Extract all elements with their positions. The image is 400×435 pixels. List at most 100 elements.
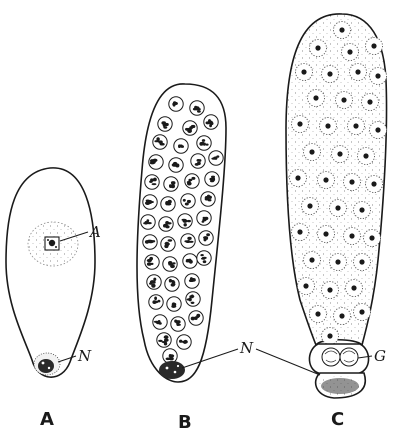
spore-cell xyxy=(161,197,175,211)
cell-a-outline xyxy=(6,168,95,377)
spore-cell xyxy=(143,195,157,209)
spore-cell xyxy=(185,174,199,188)
spore-cell xyxy=(199,231,213,245)
spore-cell xyxy=(163,257,177,271)
nucleus-halo xyxy=(330,200,347,217)
nucleus-halo xyxy=(308,90,325,107)
spore-cells-b xyxy=(141,97,223,363)
spore-cell xyxy=(191,154,205,168)
spore-cell xyxy=(153,135,167,149)
spore-cell xyxy=(164,177,178,191)
spore-cell xyxy=(157,333,171,347)
spore-cell xyxy=(181,194,195,208)
spore-cell xyxy=(185,274,199,288)
panel-c-drawing xyxy=(286,14,387,398)
nucleus-halo xyxy=(346,280,363,297)
panel-label-b: B xyxy=(178,412,192,433)
leader-bc-nucleus xyxy=(182,349,238,368)
spore-cell xyxy=(190,101,204,115)
spore-cell xyxy=(197,251,211,265)
nucleus-halo xyxy=(290,170,307,187)
nucleus-halo xyxy=(334,308,351,325)
archesporial-cell-a xyxy=(28,222,78,266)
nucleus-halo xyxy=(366,176,383,193)
nucleus-halo xyxy=(310,306,327,323)
nucleus-halo xyxy=(302,198,319,215)
nucleus-halo xyxy=(348,118,365,135)
basal-cell-c xyxy=(316,373,366,398)
nucleus-halo xyxy=(292,224,309,241)
spore-cell xyxy=(205,172,219,186)
spore-cell xyxy=(171,317,185,331)
spore-cell xyxy=(145,175,159,189)
nucleus-halo xyxy=(354,202,371,219)
spore-cell xyxy=(204,115,218,129)
nucleus-halo xyxy=(332,146,349,163)
spore-cell xyxy=(167,297,181,311)
spore-cell xyxy=(189,311,203,325)
nucleus-halo xyxy=(358,148,375,165)
spore-cell xyxy=(197,136,211,150)
spore-cell xyxy=(165,277,179,291)
nucleus-halo xyxy=(304,144,321,161)
spore-cell xyxy=(163,349,177,363)
nucleus-halo xyxy=(304,252,321,269)
spore-cell xyxy=(147,275,161,289)
nucleus-halo xyxy=(322,66,339,83)
nucleus-b xyxy=(159,361,185,379)
callout-c-g: G xyxy=(374,347,386,365)
nucleus-halo xyxy=(322,328,339,345)
nucleus-halo xyxy=(364,230,381,247)
spore-cell xyxy=(183,254,197,268)
nucleus-halo xyxy=(362,94,379,111)
spore-cell xyxy=(158,117,172,131)
spore-cell xyxy=(153,315,167,329)
nucleus-halo xyxy=(318,226,335,243)
nucleus-halo xyxy=(310,40,327,57)
panel-a-drawing xyxy=(6,168,95,377)
nucleus-halo xyxy=(336,92,353,109)
spore-cell xyxy=(186,292,200,306)
callout-a-archesporium: A xyxy=(88,223,101,241)
nucleus-halo xyxy=(350,64,367,81)
nucleus-halo xyxy=(298,278,315,295)
nucleus-halo xyxy=(344,174,361,191)
nucleus-halo xyxy=(330,254,347,271)
nucleus-halo xyxy=(334,22,351,39)
spore-cell xyxy=(169,97,183,111)
nucleus-halo xyxy=(296,64,313,81)
spore-cell xyxy=(149,155,163,169)
nucleus-halo xyxy=(344,228,361,245)
nucleus-halo xyxy=(370,68,387,85)
spore-cell xyxy=(201,192,215,206)
callout-bc-nucleus: N xyxy=(239,339,254,357)
panel-b-drawing xyxy=(137,84,226,382)
spore-cell xyxy=(181,234,195,248)
spore-cell xyxy=(161,237,175,251)
nucleus-halo xyxy=(354,254,371,271)
nucleus-halo xyxy=(292,116,309,133)
nucleus-halo xyxy=(370,122,387,139)
spore-cell xyxy=(209,151,223,165)
nucleus-halo xyxy=(322,282,339,299)
nucleus-a xyxy=(34,353,60,375)
nucleus-halo xyxy=(342,44,359,61)
spore-cell xyxy=(169,158,183,172)
spore-cell xyxy=(149,295,163,309)
spore-cell xyxy=(143,235,157,249)
spore-cell xyxy=(159,217,173,231)
spore-cell xyxy=(141,215,155,229)
callout-a-nucleus: N xyxy=(77,347,92,365)
spore-cell xyxy=(178,214,192,228)
leader-a-nucleus xyxy=(58,356,76,362)
nucleus-halo xyxy=(366,38,383,55)
nucleus-halo xyxy=(354,304,371,321)
nucleus-halo xyxy=(318,172,335,189)
spore-cell xyxy=(145,255,159,269)
nucleus-halo xyxy=(320,118,337,135)
spore-cell xyxy=(197,211,211,225)
panel-label-a: A xyxy=(40,409,54,430)
spore-cell xyxy=(174,139,188,153)
spore-cell xyxy=(183,121,197,135)
